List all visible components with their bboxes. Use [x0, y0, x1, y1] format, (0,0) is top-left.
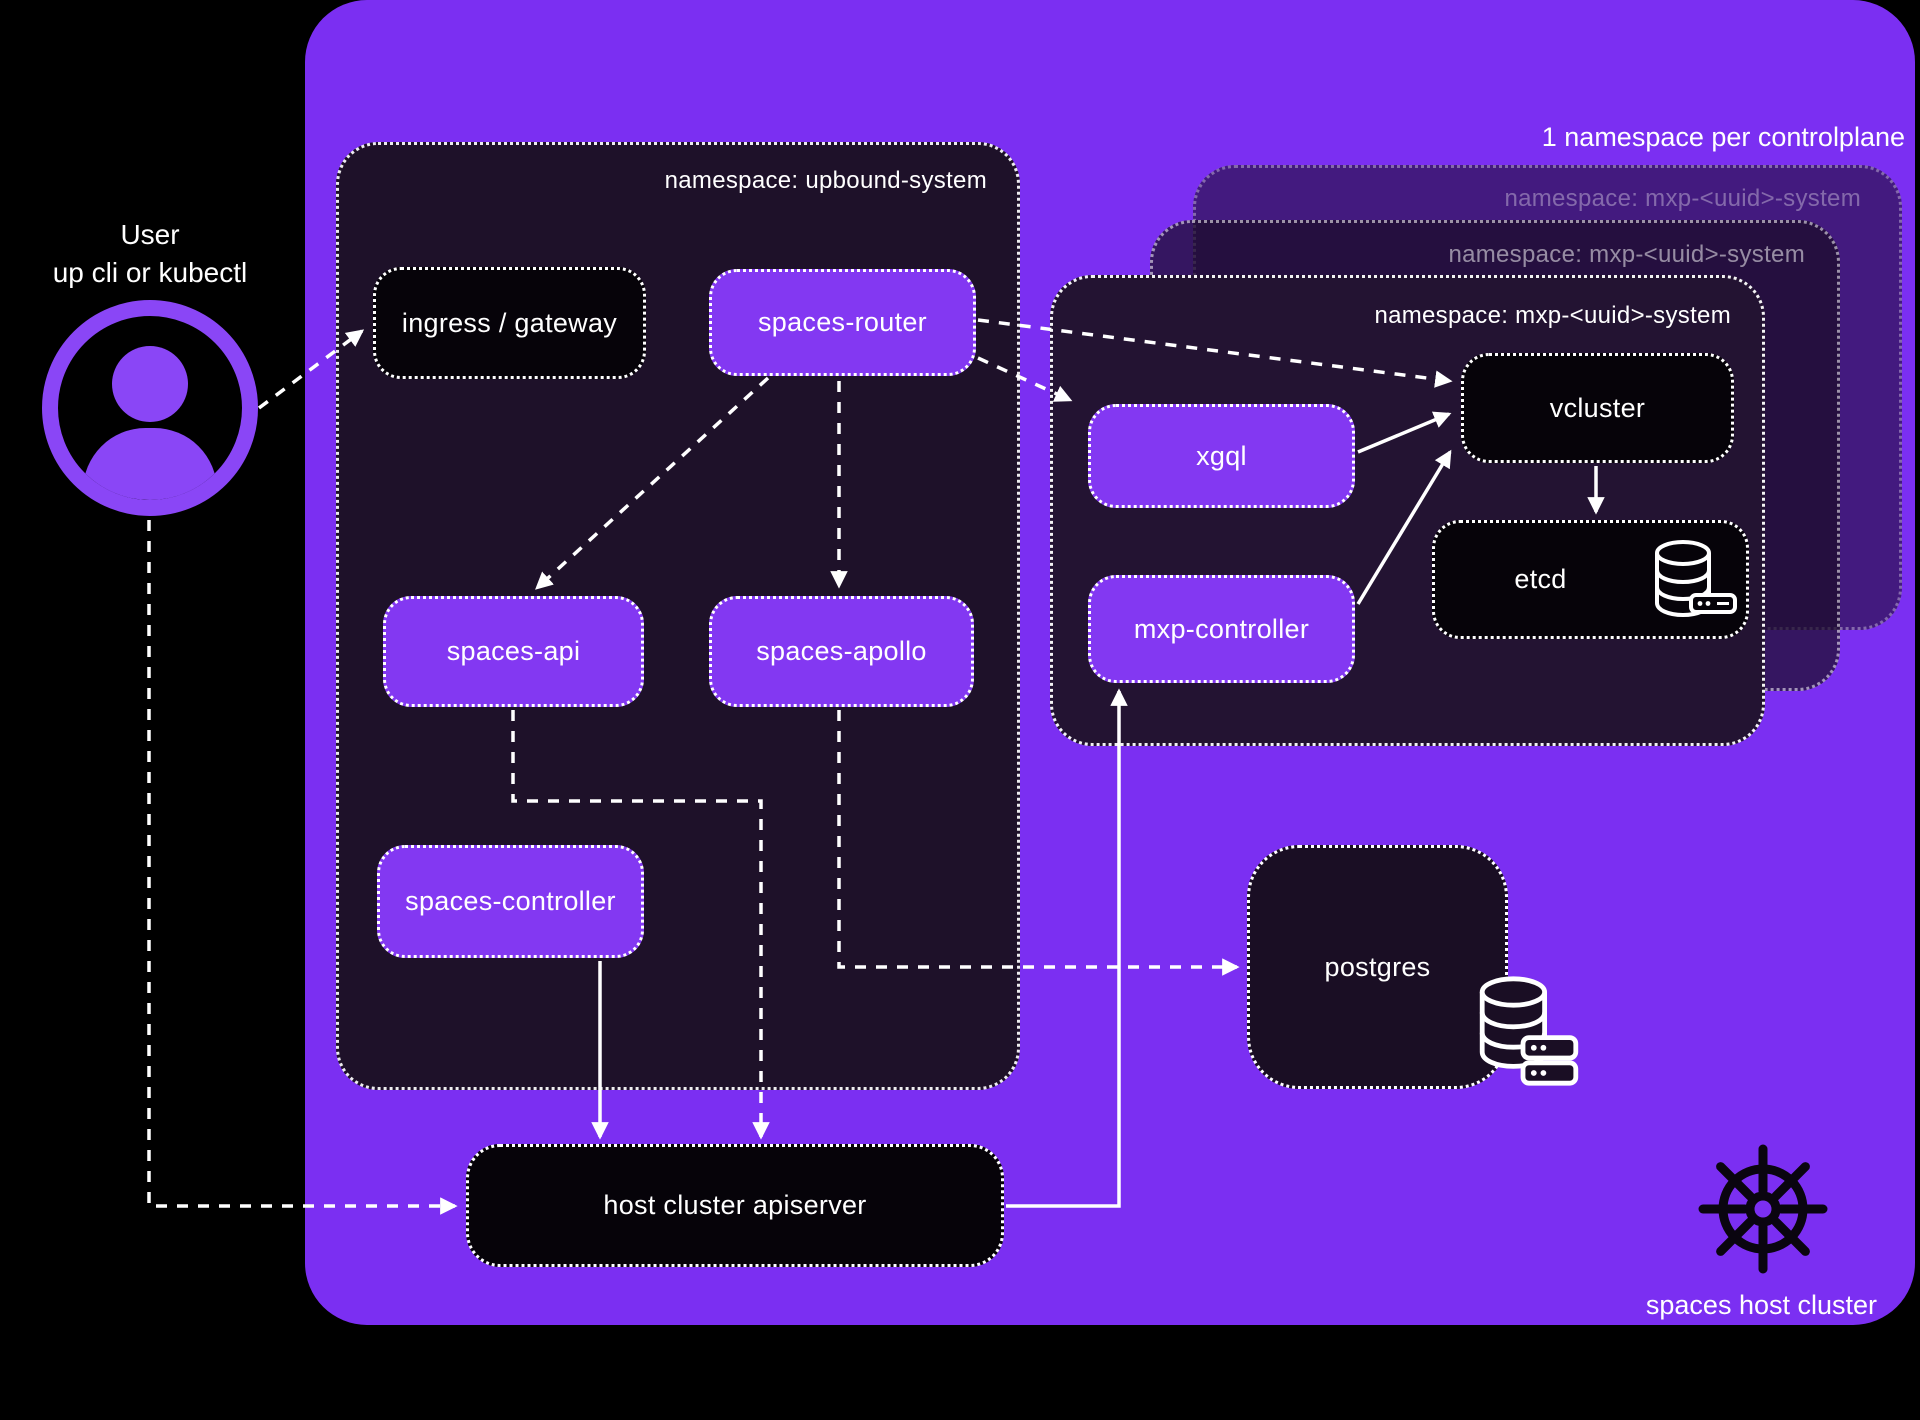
- controlplane-note: 1 namespace per controlplane: [1541, 122, 1905, 152]
- node-postgres: postgres: [1247, 845, 1579, 1089]
- node-spaces-api-label: spaces-api: [446, 636, 581, 666]
- namespace-mxp-middle-label: namespace: mxp-<uuid>-system: [1448, 241, 1805, 268]
- node-ingress-gateway-label: ingress / gateway: [401, 307, 618, 338]
- database-icon: [1479, 976, 1579, 1086]
- user-label-line2: up cli or kubectl: [52, 257, 248, 288]
- namespace-mxp-back-label: namespace: mxp-<uuid>-system: [1504, 185, 1861, 212]
- node-spaces-router-label: spaces-router: [758, 307, 927, 337]
- node-spaces-api: spaces-api: [383, 596, 644, 707]
- database-icon: [1655, 540, 1737, 618]
- node-xgql: xgql: [1088, 404, 1355, 508]
- node-etcd: etcd: [1432, 520, 1749, 639]
- user-avatar-head: [112, 346, 188, 422]
- node-vcluster: vcluster: [1461, 353, 1734, 463]
- node-ingress-gateway: ingress / gateway: [373, 267, 646, 379]
- namespace-mxp-front-label: namespace: mxp-<uuid>-system: [1374, 302, 1731, 329]
- node-xgql-label: xgql: [1196, 440, 1247, 471]
- spaces-host-cluster-label: spaces host cluster: [1645, 1290, 1877, 1320]
- node-etcd-label: etcd: [1514, 564, 1567, 594]
- node-spaces-controller-label: spaces-controller: [405, 886, 616, 916]
- node-host-cluster-apiserver-label: host cluster apiserver: [603, 1190, 867, 1220]
- node-spaces-apollo-label: spaces-apollo: [756, 636, 927, 666]
- user-label-line1: User: [120, 219, 180, 250]
- user-label: User up cli or kubectl: [10, 216, 290, 292]
- user-avatar-icon: [42, 300, 258, 516]
- node-host-cluster-apiserver: host cluster apiserver: [466, 1144, 1004, 1267]
- node-postgres-label: postgres: [1324, 951, 1431, 982]
- node-spaces-router: spaces-router: [709, 269, 976, 376]
- node-spaces-controller: spaces-controller: [377, 845, 644, 958]
- node-spaces-apollo: spaces-apollo: [709, 596, 974, 707]
- kubernetes-helm-wheel-icon: [1698, 1144, 1828, 1274]
- node-vcluster-label: vcluster: [1549, 392, 1646, 423]
- node-mxp-controller-label: mxp-controller: [1133, 613, 1310, 644]
- node-mxp-controller: mxp-controller: [1088, 575, 1355, 683]
- namespace-upbound-system-label: namespace: upbound-system: [664, 167, 987, 194]
- user-avatar-body: [83, 428, 217, 500]
